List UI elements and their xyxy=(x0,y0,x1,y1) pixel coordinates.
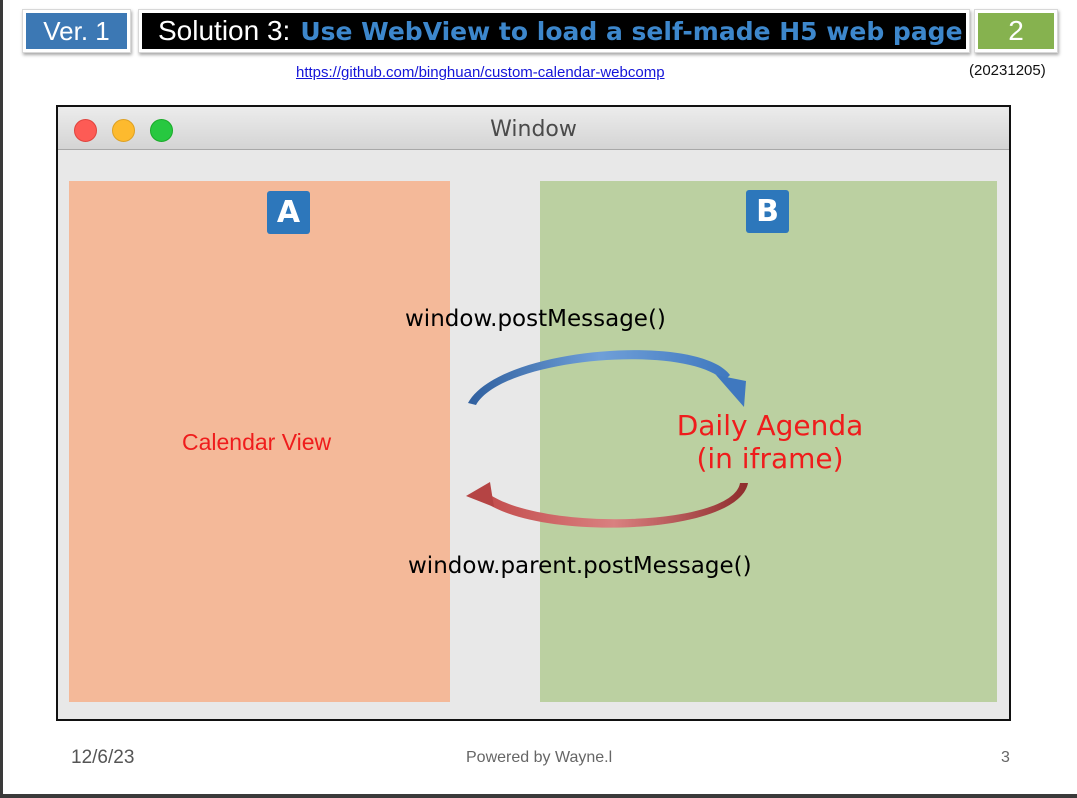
daily-agenda-line1: Daily Agenda xyxy=(676,409,864,442)
title-main: Use WebView to load a self-made H5 web p… xyxy=(300,16,963,46)
version-box: Ver. 1 xyxy=(22,9,131,53)
parent-post-message-label: window.parent.postMessage() xyxy=(408,553,752,579)
date-stamp: (20231205) xyxy=(969,62,1046,79)
slide-number: 2 xyxy=(978,13,1054,49)
slide-bottom-border xyxy=(0,794,1077,798)
footer-page-number: 3 xyxy=(1001,749,1010,766)
window-title: Window xyxy=(490,117,577,142)
arrow-parent-post-message xyxy=(466,482,748,528)
daily-agenda-line2: (in iframe) xyxy=(696,442,844,475)
badge-a: A xyxy=(267,191,310,234)
panel-b-agenda: B Daily Agenda (in iframe) xyxy=(540,181,997,702)
daily-agenda-label: Daily Agenda (in iframe) xyxy=(640,409,900,475)
version-label: Ver. 1 xyxy=(26,13,127,49)
close-icon[interactable] xyxy=(74,119,97,142)
footer-date: 12/6/23 xyxy=(71,747,135,768)
window-titlebar: Window xyxy=(58,107,1009,150)
title-bar: Solution 3: Use WebView to load a self-m… xyxy=(142,13,966,49)
calendar-view-label: Calendar View xyxy=(182,429,332,455)
badge-b: B xyxy=(746,190,789,233)
github-link[interactable]: https://github.com/binghuan/custom-calen… xyxy=(296,64,665,81)
title-prefix: Solution 3: xyxy=(158,15,291,46)
arrow-post-message xyxy=(468,350,746,407)
message-arrows xyxy=(466,350,748,528)
minimize-icon[interactable] xyxy=(112,119,135,142)
mac-window: Window A Calendar View B Daily Agenda (i… xyxy=(56,105,1011,721)
title-box: Solution 3: Use WebView to load a self-m… xyxy=(138,9,970,53)
panel-a-calendar: A Calendar View xyxy=(69,181,450,702)
post-message-label: window.postMessage() xyxy=(405,306,666,332)
footer-powered-by: Powered by Wayne.l xyxy=(466,749,613,766)
slide-number-box: 2 xyxy=(974,9,1058,53)
slide-left-border xyxy=(0,0,3,798)
zoom-icon[interactable] xyxy=(150,119,173,142)
